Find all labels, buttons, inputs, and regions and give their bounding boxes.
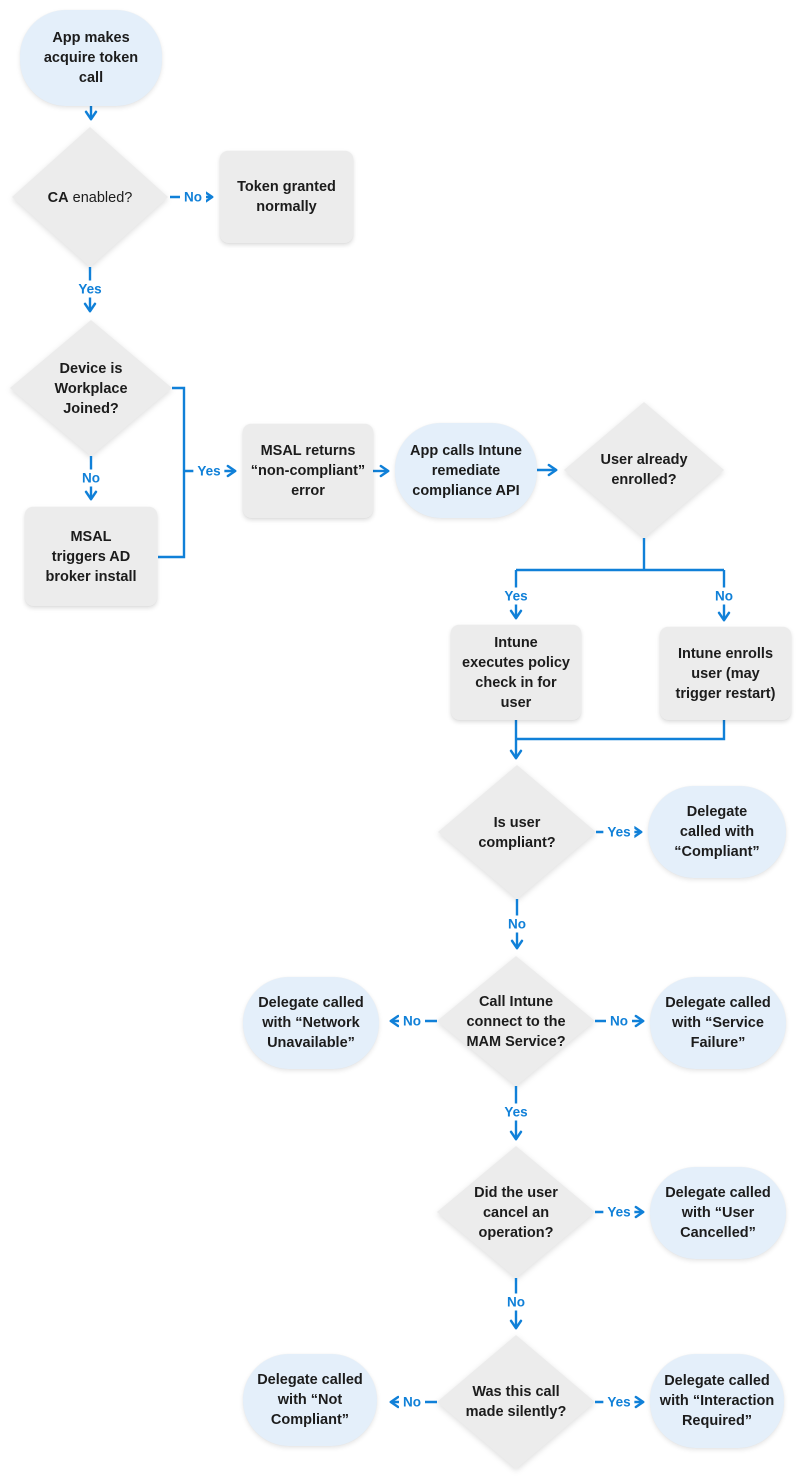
connector-enrolls-merge [516,720,726,741]
connector-workplace-broker-merge [158,386,186,559]
enrolled-no-label: No [711,587,737,605]
ca-decision-shape [12,127,168,267]
ca-decision-label: CA enabled? [15,188,165,208]
workplace-no-label: No [78,469,104,487]
node-delegate-not-compliant: Delegate called with “Not Compliant” [243,1354,377,1446]
silent-no-label: No [399,1393,425,1411]
node-token-granted: Token granted normally [220,151,353,243]
node-intune-enrolls: Intune enrolls user (may trigger restart… [660,627,791,720]
silent-yes-label: Yes [603,1393,635,1411]
workplace-decision-label: Device is Workplace Joined? [54,361,128,417]
mam-yes-label: Yes [500,1103,532,1121]
compliant-decision-shape [438,765,596,899]
node-start: App makes acquire token call [20,10,162,106]
compliant-yes-label: Yes [603,823,635,841]
node-delegate-service-failure: Delegate called with “Service Failure” [650,977,786,1069]
workplace-decision-shape [10,320,172,456]
cancel-yes-label: Yes [603,1203,635,1221]
node-delegate-compliant: Delegate called with “Compliant” [648,786,786,878]
ca-acronym: CA [47,190,69,206]
enrolled-yes-label: Yes [500,587,532,605]
node-delegate-network-unavailable: Delegate called with “Network Unavailabl… [243,977,379,1069]
enrolled-decision-label: User already enrolled? [600,452,688,488]
ca-yes-label: Yes [74,280,106,298]
node-broker-install: MSAL triggers AD broker install [25,507,157,606]
compliant-no-label: No [504,915,530,933]
mam-no-right-label: No [606,1012,632,1030]
workplace-yes-label: Yes [193,462,225,480]
cancel-no-label: No [503,1293,529,1311]
node-delegate-interaction-required: Delegate called with “Interaction Requir… [650,1354,784,1448]
node-remediate-api: App calls Intune remediate compliance AP… [395,423,537,518]
ca-question: enabled? [68,190,133,206]
node-msal-noncompliant-error: MSAL returns “non-compliant” error [243,424,373,518]
cancel-decision-shape [437,1146,595,1278]
cancel-decision-label: Did the user cancel an operation? [474,1185,558,1241]
node-policy-checkin: Intune executes policy check in for user [451,625,581,720]
silent-decision-shape [437,1335,595,1469]
silent-decision-label: Was this call made silently? [465,1384,567,1420]
mam-no-left-label: No [399,1012,425,1030]
compliant-decision-label: Is user compliant? [478,815,556,851]
mam-decision-label: Call Intune connect to the MAM Service? [466,994,566,1050]
node-delegate-user-cancelled: Delegate called with “User Cancelled” [650,1167,786,1259]
ca-no-label: No [180,188,206,206]
mam-decision-shape [437,956,595,1086]
enrolled-decision-shape [564,402,724,538]
